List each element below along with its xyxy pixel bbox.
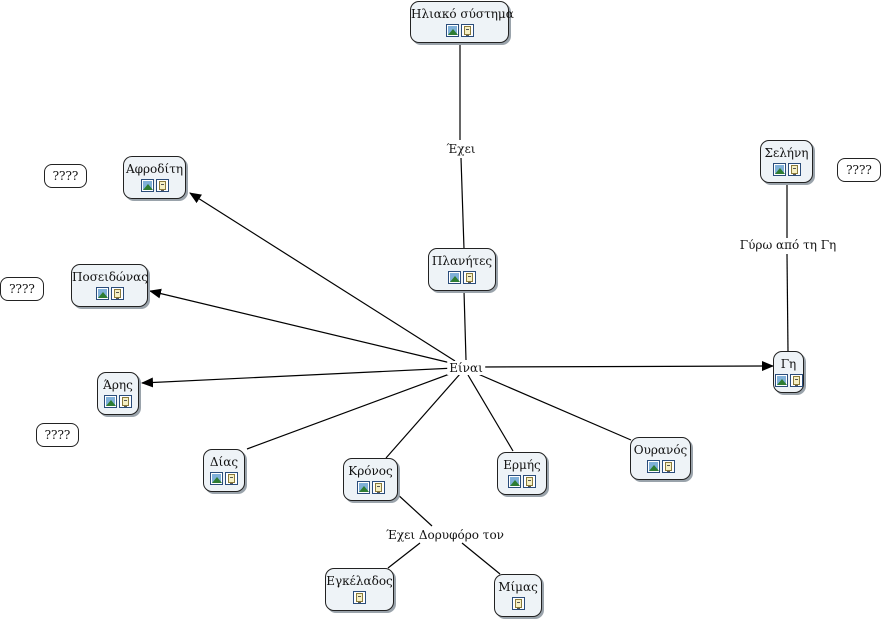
image-resource-icon[interactable]: [448, 271, 461, 284]
concept-label: Γη: [780, 357, 797, 371]
image-resource-icon[interactable]: [774, 374, 788, 387]
document-resource-icon[interactable]: [460, 24, 474, 37]
concept-earth[interactable]: Γη: [773, 351, 804, 393]
link-label-has-satellite[interactable]: Έχει Δορυφόρο τον: [384, 528, 506, 542]
concept-zeus[interactable]: Δίας: [203, 449, 245, 492]
concept-planets[interactable]: Πλανήτες: [428, 248, 496, 291]
connector-satellite-enceladus: [387, 542, 421, 569]
connector-around-earth: [786, 253, 789, 353]
document-resource-icon[interactable]: [155, 179, 169, 192]
connector-is-uranus: [477, 373, 632, 441]
concept-hermes[interactable]: Ερμής: [497, 452, 547, 495]
arrow-is-aphrodite: [189, 192, 456, 362]
image-resource-icon[interactable]: [445, 24, 459, 37]
image-resource-icon[interactable]: [140, 179, 154, 192]
document-resource-icon[interactable]: [523, 475, 536, 488]
image-resource-icon[interactable]: [356, 481, 370, 494]
image-resource-icon[interactable]: [646, 460, 660, 473]
concept-mimas[interactable]: Μίμας: [494, 574, 542, 617]
document-resource-icon[interactable]: [789, 374, 803, 387]
arrow-is-earth: [479, 361, 774, 372]
document-resource-icon[interactable]: [661, 460, 675, 473]
unknown-concept-1[interactable]: ????: [44, 164, 87, 188]
connector-planets-is: [463, 290, 467, 361]
concept-poseidon[interactable]: Ποσειδώνας: [71, 264, 148, 307]
document-resource-icon[interactable]: [463, 271, 476, 284]
arrow-is-ares: [141, 367, 456, 388]
concept-label: Ποσειδώνας: [72, 270, 148, 284]
connector-satellite-mimas: [461, 542, 501, 575]
unknown-concept-2[interactable]: ????: [0, 277, 44, 301]
concept-enceladus[interactable]: Εγκέλαδος: [325, 568, 394, 611]
concept-aphrodite[interactable]: Αφροδίτη: [123, 156, 186, 199]
connector-kronos-satellite: [395, 492, 433, 527]
image-resource-icon[interactable]: [95, 287, 109, 300]
concept-label: Ουρανός: [633, 443, 688, 457]
unknown-concept-4[interactable]: ????: [837, 158, 881, 182]
document-resource-icon[interactable]: [110, 287, 124, 300]
concept-moon[interactable]: Σελήνη: [760, 140, 813, 183]
concept-label: Δίας: [209, 455, 239, 469]
concept-label: Σελήνη: [764, 146, 809, 160]
concept-label: Κρόνος: [348, 464, 393, 478]
link-label-has[interactable]: Έχει: [444, 142, 478, 156]
document-resource-icon[interactable]: [353, 591, 366, 604]
connector-is-kronos: [385, 373, 461, 459]
concept-label: Αφροδίτη: [125, 162, 184, 176]
concept-label: Άρης: [103, 378, 133, 392]
concept-ares[interactable]: Άρης: [97, 372, 139, 415]
connector-has-planets: [460, 157, 465, 250]
concept-solar-system[interactable]: Ηλιακό σύστημα: [410, 1, 514, 43]
concept-uranus[interactable]: Ουρανός: [630, 437, 691, 480]
image-resource-icon[interactable]: [104, 395, 117, 408]
connector-is-hermes: [467, 374, 514, 452]
connector-is-zeus: [246, 371, 456, 450]
concept-label: Ερμής: [503, 458, 541, 472]
concept-kronos[interactable]: Κρόνος: [343, 458, 398, 501]
concept-label: Ηλιακό σύστημα: [411, 7, 514, 21]
unknown-concept-3[interactable]: ????: [36, 423, 79, 447]
arrow-is-poseidon: [149, 288, 456, 365]
document-resource-icon[interactable]: [371, 481, 385, 494]
image-resource-icon[interactable]: [508, 475, 521, 488]
image-resource-icon[interactable]: [772, 163, 786, 176]
document-resource-icon[interactable]: [511, 597, 525, 610]
document-resource-icon[interactable]: [225, 472, 238, 485]
document-resource-icon[interactable]: [119, 395, 132, 408]
link-label-around-earth[interactable]: Γύρω από τη Γη: [737, 238, 839, 252]
link-label-is[interactable]: Είναι: [447, 361, 485, 375]
document-resource-icon[interactable]: [787, 163, 801, 176]
concept-label: Πλανήτες: [431, 254, 493, 268]
image-resource-icon[interactable]: [210, 472, 223, 485]
concept-label: Εγκέλαδος: [326, 574, 393, 588]
concept-label: Μίμας: [498, 580, 538, 594]
